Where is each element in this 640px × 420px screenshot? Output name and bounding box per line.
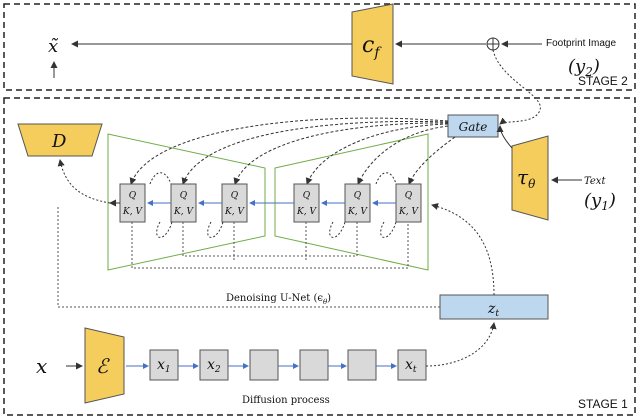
unet-block-2: Q K, V (170, 183, 197, 223)
y2-label: (y2) (568, 56, 600, 79)
unet-block-q: Q (405, 191, 413, 201)
text-label: Text (584, 176, 606, 187)
footprint-to-gate-dotted (492, 49, 541, 125)
svg-text:xt: xt (405, 357, 417, 375)
svg-text:x1: x1 (157, 357, 171, 375)
unet-block-3: Q K, V (221, 183, 248, 223)
stage2-frame (3, 3, 636, 91)
xt-to-zt-arrow (425, 322, 497, 367)
unet-block-6: Q K, V (395, 183, 422, 223)
footprint-encoder-cf (351, 3, 394, 85)
diffusion-step-t: xt (397, 349, 427, 381)
unet-to-decoder-arrow (57, 159, 111, 204)
unet-block-q: Q (231, 191, 239, 201)
diffusion-step-2: x2 (199, 349, 229, 381)
zt-to-unet-arrow (431, 203, 495, 296)
output-x-tilde: x̃ (48, 36, 59, 57)
gate-to-blocks-arrows (129, 117, 456, 185)
unet-block-kv: K, V (224, 207, 245, 217)
y1-label: (y1) (584, 190, 616, 213)
unet-self-loops (149, 172, 397, 238)
unet-block-4: Q K, V (293, 183, 320, 223)
unet-decoder-trapezoid (107, 133, 266, 271)
unet-skip-connections (131, 222, 409, 269)
unet-block-kv: K, V (398, 207, 419, 217)
decoder-label: D (51, 131, 67, 152)
diffusion-caption: Diffusion process (242, 395, 330, 406)
unet-encoder-trapezoid (274, 133, 429, 271)
concat-plus-icon (486, 37, 500, 51)
diffusion-step-4 (299, 349, 329, 381)
decoder-d (17, 123, 103, 157)
stage2-label: STAGE 2 (578, 74, 628, 88)
footprint-image-label: Footprint Image (546, 38, 616, 49)
unet-block-q: Q (129, 191, 137, 201)
image-encoder (84, 327, 125, 404)
unet-block-q: Q (303, 191, 311, 201)
unet-block-1: Q K, V (119, 183, 146, 223)
tau-to-gate-arrow (496, 125, 513, 149)
input-x: x (36, 354, 47, 378)
unet-block-kv: K, V (347, 207, 368, 217)
text-encoder-tau (511, 135, 549, 221)
unet-block-q: Q (354, 191, 362, 201)
unet-block-kv: K, V (122, 207, 143, 217)
unet-outer-loop (57, 205, 440, 308)
gate-label: Gate (459, 120, 488, 134)
cf-label: cf (362, 33, 382, 61)
unet-block-q: Q (180, 191, 188, 201)
zt-label: zt (487, 301, 499, 319)
svg-text:x2: x2 (207, 357, 221, 375)
unet-caption: Denoising U-Net (ϵθ) (226, 293, 331, 306)
zt-box (439, 294, 549, 320)
diffusion-step-1: x1 (149, 349, 179, 381)
diffusion-step-3 (249, 349, 279, 381)
unet-block-kv: K, V (173, 207, 194, 217)
tau-label: τθ (517, 165, 536, 191)
stage1-frame (3, 97, 636, 416)
unet-block-5: Q K, V (344, 183, 371, 223)
stage1-label: STAGE 1 (578, 397, 628, 411)
unet-block-kv: K, V (296, 207, 317, 217)
encoder-label: ℰ (96, 354, 110, 378)
diffusion-step-5 (347, 349, 377, 381)
